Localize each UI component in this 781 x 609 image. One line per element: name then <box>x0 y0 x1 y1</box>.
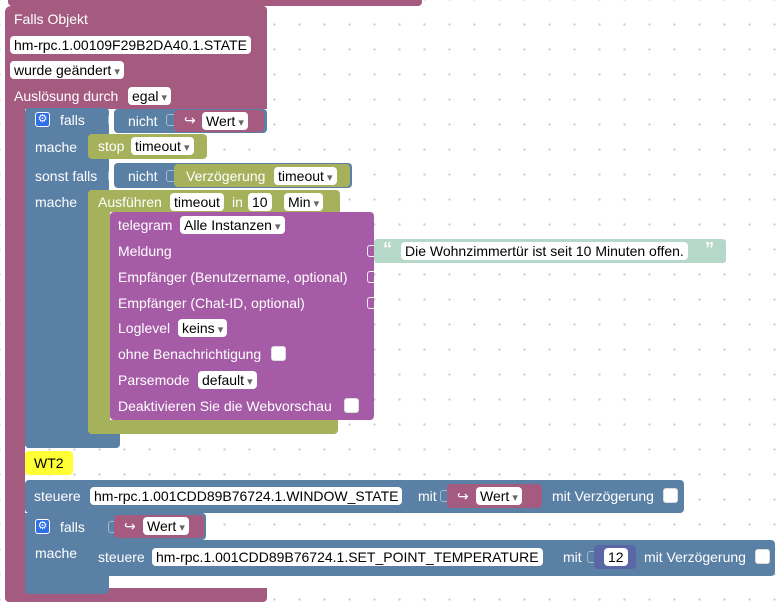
trigger-object-id-field[interactable]: hm-rpc.1.00109F29B2DA40.1.STATE <box>10 36 251 54</box>
message-quote-open-icon: “ <box>383 239 392 259</box>
value-block-1-dropdown[interactable]: Wert <box>202 112 248 130</box>
if1-do-label: mache <box>35 139 78 155</box>
telegram-message-input-tab <box>367 245 375 257</box>
if2-gear-icon[interactable]: ⚙ <box>35 519 50 534</box>
delay-check-dropdown[interactable]: timeout <box>274 167 337 185</box>
telegram-recipient-chat-input-tab <box>367 297 375 309</box>
if1-input-tab <box>108 114 116 126</box>
execute-label: Ausführen <box>98 194 162 210</box>
telegram-message-label: Meldung <box>118 243 172 259</box>
execute-timeout-bottom-bar <box>88 420 338 434</box>
if1-elseif-label: sonst falls <box>35 168 98 184</box>
value-block-3-return-arrow-icon: ↪ <box>124 518 136 534</box>
telegram-instance-dropdown[interactable]: Alle Instanzen <box>180 216 285 234</box>
telegram-webpreview-label: Deaktivieren Sie die Webvorschau <box>118 398 332 414</box>
if2-input-tab <box>108 521 116 533</box>
trigger-label: Falls Objekt <box>14 11 88 27</box>
trigger-condition-dropdown[interactable]: wurde geändert <box>10 61 124 79</box>
control2-with-label: mit <box>563 549 582 565</box>
execute-amount-field[interactable]: 10 <box>248 193 272 211</box>
telegram-parsemode-label: Parsemode <box>118 372 190 388</box>
value-block-2-return-arrow-icon: ↪ <box>457 488 469 504</box>
telegram-recipient-chat-label: Empfänger (Chat-ID, optional) <box>118 295 305 311</box>
execute-in-label: in <box>232 194 243 210</box>
telegram-parsemode-dropdown[interactable]: default <box>198 371 257 389</box>
message-text-field[interactable]: Die Wohnzimmertür ist seit 10 Minuten of… <box>401 242 688 260</box>
execute-timeout-left-arm <box>88 190 110 434</box>
trigger-source-dropdown[interactable]: egal <box>128 87 172 105</box>
control2-label: steuere <box>98 549 145 565</box>
message-quote-close-icon: ” <box>705 239 714 259</box>
telegram-recipient-user-label: Empfänger (Benutzername, optional) <box>118 269 348 285</box>
control2-object-id-field[interactable]: hm-rpc.1.001CDD89B76724.1.SET_POINT_TEMP… <box>152 548 543 566</box>
not-block-2-label: nicht <box>128 168 158 184</box>
control2-number-input-tab <box>587 551 595 563</box>
control1-with-label: mit <box>418 488 437 504</box>
comment-block[interactable] <box>25 451 73 475</box>
if1-do2-label: mache <box>35 194 78 210</box>
telegram-loglevel-dropdown[interactable]: keins <box>178 319 228 337</box>
telegram-loglevel-label: Loglevel <box>118 320 171 336</box>
telegram-silent-checkbox[interactable] <box>271 346 286 361</box>
telegram-silent-label: ohne Benachrichtigung <box>118 346 262 362</box>
control1-value-input-tab <box>440 490 448 502</box>
telegram-recipient-user-input-tab <box>367 271 375 283</box>
not-block-2-input-tab <box>166 170 174 182</box>
control1-label: steuere <box>34 488 81 504</box>
if1-falls-label: falls <box>60 112 85 128</box>
not-block-1-input-tab <box>166 114 174 126</box>
value-block-2-dropdown[interactable]: Wert <box>476 487 522 505</box>
trigger-block-top-strip <box>8 0 422 6</box>
if1-gear-icon[interactable]: ⚙ <box>35 112 50 127</box>
execute-unit-dropdown[interactable]: Min <box>284 193 324 211</box>
trigger-source-label: Auslösung durch <box>14 88 119 104</box>
delay-check-label: Verzögerung <box>186 168 266 184</box>
telegram-webpreview-checkbox[interactable] <box>344 398 359 413</box>
trigger-block-left-arm <box>5 100 25 595</box>
control1-delay-label: mit Verzögerung <box>552 488 654 504</box>
execute-timeout-name-field[interactable]: timeout <box>170 193 224 211</box>
not-block-1-label: nicht <box>128 113 158 129</box>
if2-do-label: mache <box>35 545 78 561</box>
value-block-3-dropdown[interactable]: Wert <box>143 517 189 535</box>
number-block-field[interactable]: 12 <box>604 548 628 566</box>
stop-label: stop <box>98 138 125 154</box>
control2-delay-checkbox[interactable] <box>755 549 770 564</box>
if-block-1-bottom-arm <box>25 432 120 448</box>
control1-object-id-field[interactable]: hm-rpc.1.001CDD89B76724.1.WINDOW_STATE <box>90 487 403 505</box>
control2-delay-label: mit Verzögerung <box>644 549 746 565</box>
control1-delay-checkbox[interactable] <box>663 488 678 503</box>
if1-elseif-input-tab <box>108 170 116 182</box>
comment-text: WT2 <box>34 455 64 471</box>
telegram-label: telegram <box>118 217 173 233</box>
stop-timeout-dropdown[interactable]: timeout <box>131 137 194 155</box>
value-block-1-return-arrow-icon: ↪ <box>184 112 196 128</box>
if2-falls-label: falls <box>60 519 85 535</box>
